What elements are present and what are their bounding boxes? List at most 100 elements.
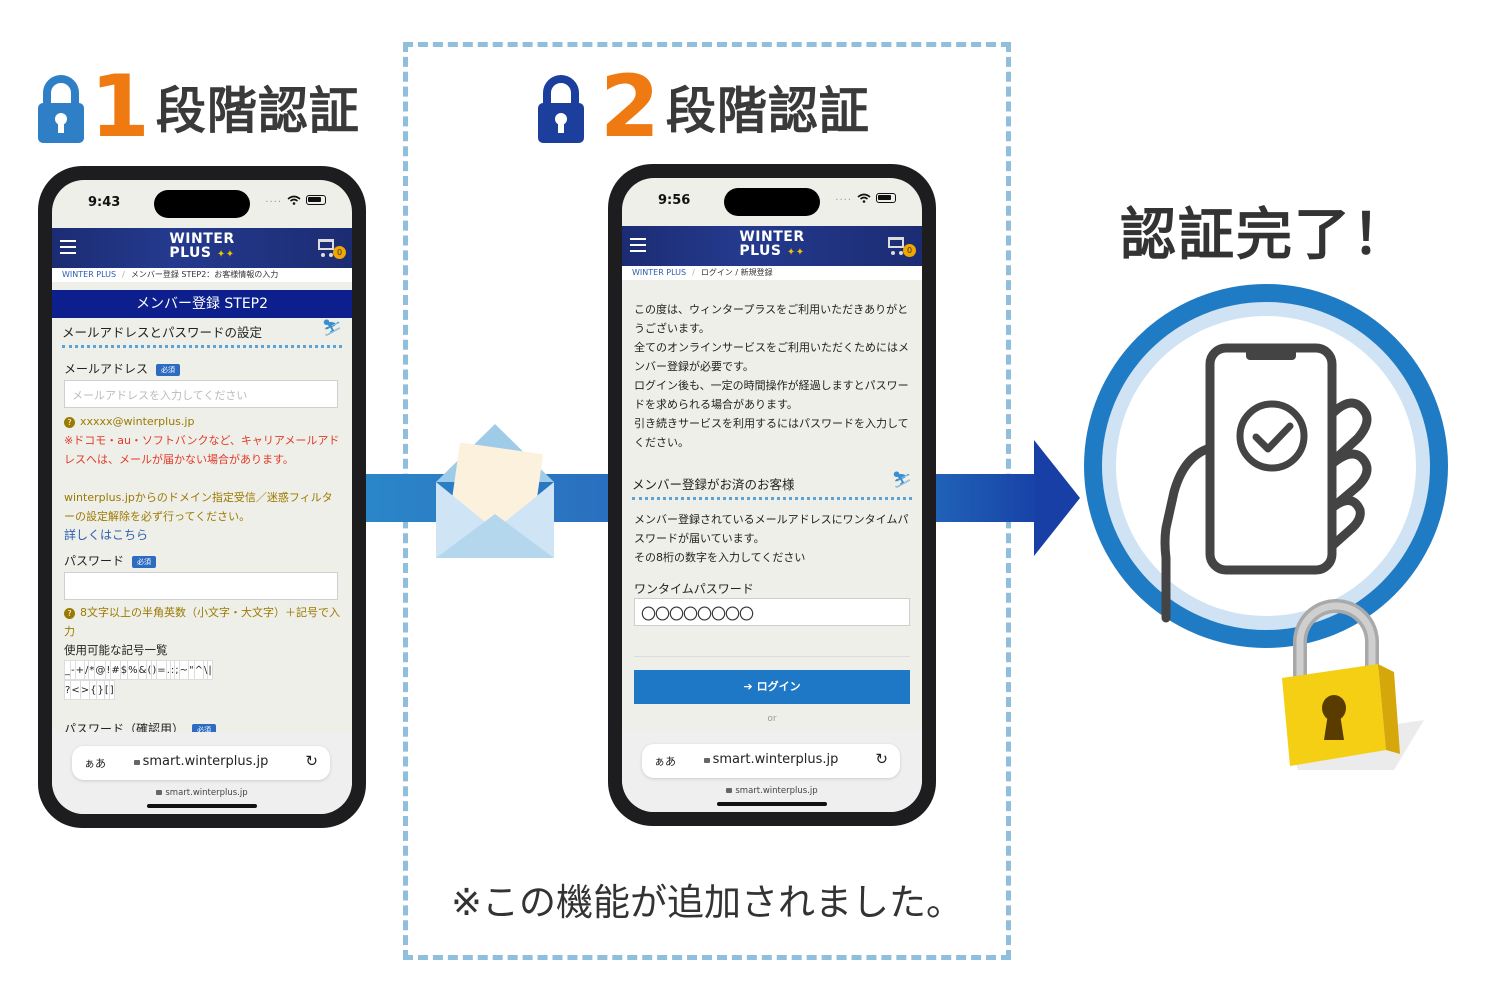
status-time: 9:56 bbox=[658, 193, 691, 208]
divider bbox=[634, 656, 910, 657]
phone-screen: 9:43 .... WINTER PLUS ✦✦ 0 WINTER PLUS / メ… bbox=[52, 180, 352, 814]
section-title: メールアドレスとパスワードの設定 ⛷ bbox=[62, 318, 342, 348]
page-title: メンバー登録 STEP2 bbox=[52, 290, 352, 318]
battery-icon bbox=[876, 192, 896, 203]
padlock-icon bbox=[1282, 599, 1424, 770]
or-divider: or bbox=[767, 714, 777, 724]
password-label-text: パスワード bbox=[64, 554, 125, 568]
symbol-cell: ! bbox=[105, 660, 112, 680]
symbol-cell: \ bbox=[202, 660, 209, 680]
feature-added-note: ※この機能が追加されました。 bbox=[450, 881, 963, 924]
carrier-warning: ※ドコモ・au・ソフトバンクなど、キャリアメールアドレスへは、メールが届かない場… bbox=[64, 434, 340, 466]
status-time: 9:43 bbox=[88, 195, 121, 210]
otp-instruction-line: その8桁の数字を入力してください bbox=[634, 551, 806, 564]
status-icons: .... bbox=[265, 194, 326, 205]
address-bar[interactable]: ぁあ smart.winterplus.jp ↻ bbox=[72, 746, 330, 780]
menu-icon[interactable] bbox=[630, 238, 646, 252]
cart-icon[interactable]: 0 bbox=[886, 234, 916, 258]
symbol-cell: _ bbox=[64, 660, 71, 680]
phone-screen: 9:56 .... WINTER PLUS ✦✦ 0 WINTER PLUS/ロ… bbox=[622, 178, 922, 812]
logo-line2: PLUS bbox=[739, 243, 782, 259]
otp-field[interactable]: 〇〇〇〇〇〇〇〇 bbox=[634, 598, 910, 626]
symbol-cell: # bbox=[110, 660, 121, 680]
cart-count-badge: 0 bbox=[903, 244, 916, 257]
symbol-cell: < bbox=[70, 680, 81, 700]
step2-label: 段階認証 bbox=[665, 82, 870, 140]
symbol-cell: % bbox=[127, 660, 139, 680]
symbol-cell: ~ bbox=[178, 660, 190, 680]
bottom-url: smart.winterplus.jp bbox=[52, 788, 352, 798]
breadcrumb-separator: / bbox=[122, 270, 125, 279]
intro-line: ログイン後も、一定の時間操作が経過しますとパスワードを求められる場合があります。 bbox=[634, 379, 909, 411]
bottom-url: smart.winterplus.jp bbox=[622, 786, 922, 796]
breadcrumb-home[interactable]: WINTER PLUS bbox=[632, 268, 687, 277]
url-text: smart.winterplus.jp bbox=[712, 752, 839, 767]
password-field[interactable] bbox=[64, 572, 338, 600]
breadcrumb-current: メンバー登録 STEP2：お客様情報の入力 bbox=[130, 270, 279, 279]
signal-dots: .... bbox=[835, 192, 852, 203]
section-title: メンバー登録がお済のお客様 ⛷ bbox=[632, 470, 912, 500]
symbol-cell: . bbox=[165, 660, 171, 680]
otp-instruction-line: メンバー登録されているメールアドレスにワンタイムパスワードが届いています。 bbox=[634, 513, 909, 545]
padlock-icon bbox=[38, 75, 84, 143]
logo-line1: WINTER bbox=[169, 231, 235, 247]
breadcrumb-home[interactable]: WINTER PLUS bbox=[62, 270, 117, 279]
home-indicator[interactable] bbox=[717, 802, 827, 806]
symbols-table-row2: ?<>{}[] bbox=[63, 680, 115, 700]
step1-number: 1 bbox=[90, 57, 150, 157]
url-text: smart.winterplus.jp bbox=[142, 754, 269, 769]
otp-instructions: メンバー登録されているメールアドレスにワンタイムパスワードが届いています。 その… bbox=[634, 510, 910, 567]
menu-icon[interactable] bbox=[60, 240, 76, 254]
email-example: ? xxxxx@winterplus.jp bbox=[64, 412, 340, 431]
symbol-cell: > bbox=[79, 680, 91, 700]
breadcrumb: WINTER PLUS / メンバー登録 STEP2：お客様情報の入力 bbox=[52, 268, 352, 282]
section-title-text: メンバー登録がお済のお客様 bbox=[632, 477, 795, 492]
verified-phone-icon bbox=[1084, 284, 1448, 648]
lock-icon bbox=[726, 788, 733, 793]
symbol-cell: @ bbox=[94, 660, 107, 680]
lock-icon bbox=[703, 758, 710, 763]
home-indicator[interactable] bbox=[147, 804, 257, 808]
reload-icon[interactable]: ↻ bbox=[305, 752, 318, 770]
email-field[interactable]: メールアドレスを入力してください bbox=[64, 380, 338, 408]
required-badge: 必須 bbox=[156, 363, 181, 376]
password-hint: ?8文字以上の半角英数（小文字・大文字）＋記号で入力 bbox=[64, 603, 340, 641]
wifi-icon bbox=[857, 193, 871, 203]
cart-count-badge: 0 bbox=[333, 246, 346, 259]
logo-line2: PLUS bbox=[169, 245, 212, 261]
symbols-table: _-+/*@!#$%&()=.:;~"^\| bbox=[64, 660, 213, 680]
symbols-heading: 使用可能な記号一覧 bbox=[64, 643, 168, 657]
skier-icon: ⛷ bbox=[321, 318, 342, 337]
details-link[interactable]: 詳しくはこちら bbox=[64, 528, 149, 542]
symbol-cell: | bbox=[207, 660, 213, 680]
password-hint-text: 8文字以上の半角英数（小文字・大文字）＋記号で入力 bbox=[64, 606, 340, 638]
site-logo[interactable]: WINTER PLUS ✦✦ bbox=[739, 230, 804, 260]
cart-icon[interactable]: 0 bbox=[316, 236, 346, 260]
required-badge: 必須 bbox=[132, 555, 157, 568]
step1-heading: 1 段階認証 bbox=[36, 64, 360, 150]
auth-complete-label: 認証完了！ bbox=[1120, 203, 1410, 268]
logo-line1: WINTER bbox=[739, 229, 805, 245]
symbol-cell: ? bbox=[63, 680, 72, 700]
symbol-cell: } bbox=[96, 680, 105, 700]
symbol-cell: ^ bbox=[193, 660, 205, 680]
step2-heading: 2 段階認証 bbox=[536, 64, 870, 150]
login-button[interactable]: ➔ログイン bbox=[634, 670, 910, 704]
reload-icon[interactable]: ↻ bbox=[875, 750, 888, 768]
wifi-icon bbox=[287, 195, 301, 205]
help-icon: ? bbox=[64, 417, 75, 428]
symbol-cell: : bbox=[169, 660, 176, 680]
reader-toggle[interactable]: ぁあ bbox=[84, 757, 106, 770]
step2-number: 2 bbox=[600, 57, 660, 157]
email-label: メールアドレス必須 bbox=[64, 360, 181, 377]
address-bar[interactable]: ぁあ smart.winterplus.jp ↻ bbox=[642, 744, 900, 778]
reader-toggle[interactable]: ぁあ bbox=[654, 755, 676, 768]
email-example-text: xxxxx@winterplus.jp bbox=[80, 415, 195, 428]
symbol-cell: = bbox=[156, 660, 167, 680]
symbol-cell: & bbox=[137, 660, 148, 680]
site-logo[interactable]: WINTER PLUS ✦✦ bbox=[169, 232, 234, 262]
lock-icon bbox=[133, 760, 140, 765]
intro-line: 全てのオンラインサービスをご利用いただくためにはメンバー登録が必要です。 bbox=[634, 341, 909, 373]
step1-label: 段階認証 bbox=[155, 82, 360, 140]
symbol-cell: $ bbox=[119, 660, 129, 680]
